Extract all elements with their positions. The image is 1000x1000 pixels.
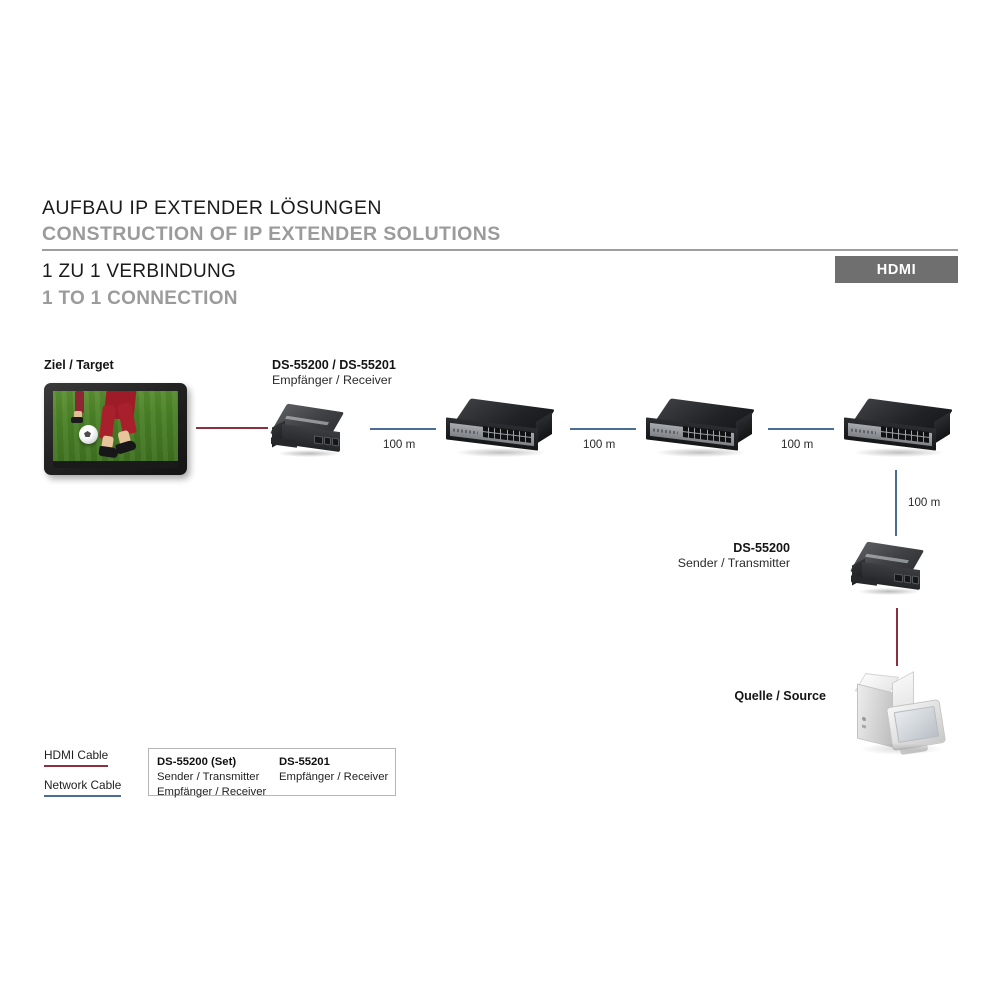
hdmi-cable-sender-to-source (896, 608, 898, 666)
background-player-shorts (75, 391, 84, 413)
receiver-port-1 (314, 435, 323, 445)
legend-product-model: DS-55201 (279, 756, 330, 768)
network-switch-3 (842, 398, 954, 462)
page-subtitle-en: 1 TO 1 CONNECTION (42, 288, 238, 309)
sender-device (848, 541, 928, 596)
network-cable-segment-4 (895, 470, 897, 536)
sender-role-label: Sender / Transmitter (677, 556, 790, 571)
sender-label-group: DS-55200 Sender / Transmitter (600, 540, 790, 572)
monitor-screen (893, 705, 940, 743)
tv-display (44, 383, 187, 475)
network-cable-segment-1 (370, 428, 436, 430)
legend-product-column-1: DS-55200 (Set) Sender / Transmitter Empf… (157, 755, 266, 800)
source-label-group: Quelle / Source (640, 688, 826, 704)
receiver-device (268, 403, 348, 458)
sender-port-2 (904, 574, 911, 584)
legend-product-model: DS-55200 (Set) (157, 756, 237, 768)
distance-label-4: 100 m (908, 496, 941, 509)
hdmi-cable-target-to-receiver (196, 427, 268, 429)
page-title-en: CONSTRUCTION OF IP EXTENDER SOLUTIONS (42, 223, 501, 245)
target-label-group: Ziel / Target (44, 357, 114, 373)
legend-product-box: DS-55200 (Set) Sender / Transmitter Empf… (148, 748, 396, 798)
legend-product-column-2: DS-55201 Empfänger / Receiver (279, 755, 388, 785)
switch-shadow (656, 448, 746, 457)
football-icon (79, 425, 98, 444)
receiver-label-group: DS-55200 / DS-55201 Empfänger / Receiver (272, 357, 396, 389)
legend-product-line: Empfänger / Receiver (279, 771, 389, 784)
receiver-model-label: DS-55200 / DS-55201 (272, 358, 396, 372)
receiver-port-3 (332, 437, 339, 447)
source-label: Quelle / Source (734, 689, 826, 703)
switch-shadow (456, 448, 546, 457)
pc-source (853, 671, 949, 757)
distance-label-1: 100 m (383, 438, 416, 451)
receiver-shadow (278, 450, 340, 457)
background-player-leg (74, 411, 82, 419)
legend-product-line: Sender / Transmitter (157, 771, 260, 784)
tv-bezel-bottom (53, 462, 178, 468)
network-cable-segment-2 (570, 428, 636, 430)
distance-label-2: 100 m (583, 438, 616, 451)
header-divider (42, 249, 958, 251)
page-title-de: AUFBAU IP EXTENDER LÖSUNGEN (42, 197, 382, 219)
receiver-port-2 (324, 436, 331, 446)
page-subtitle-de: 1 ZU 1 VERBINDUNG (42, 261, 237, 282)
network-switch-2 (644, 398, 756, 462)
legend-hdmi-cable: HDMI Cable (44, 748, 109, 767)
background-player-boot (71, 417, 83, 423)
network-cable-segment-3 (768, 428, 834, 430)
receiver-role-label: Empfänger / Receiver (272, 373, 392, 388)
pc-drive-bay (862, 724, 866, 729)
target-label: Ziel / Target (44, 358, 114, 372)
switch-shadow (854, 448, 944, 457)
sender-port-3 (912, 575, 919, 585)
tv-screen (53, 391, 178, 461)
distance-label-3: 100 m (781, 438, 814, 451)
legend-product-line: Empfänger / Receiver (157, 786, 267, 799)
pc-power-button (862, 716, 866, 722)
legend-network-cable: Network Cable (44, 778, 122, 797)
network-switch-1 (444, 398, 556, 462)
pc-shadow (859, 743, 943, 755)
sender-port-1 (894, 573, 903, 583)
sender-model-label: DS-55200 (733, 541, 790, 555)
hdmi-badge: HDMI (835, 256, 958, 283)
sender-shadow (858, 588, 920, 595)
